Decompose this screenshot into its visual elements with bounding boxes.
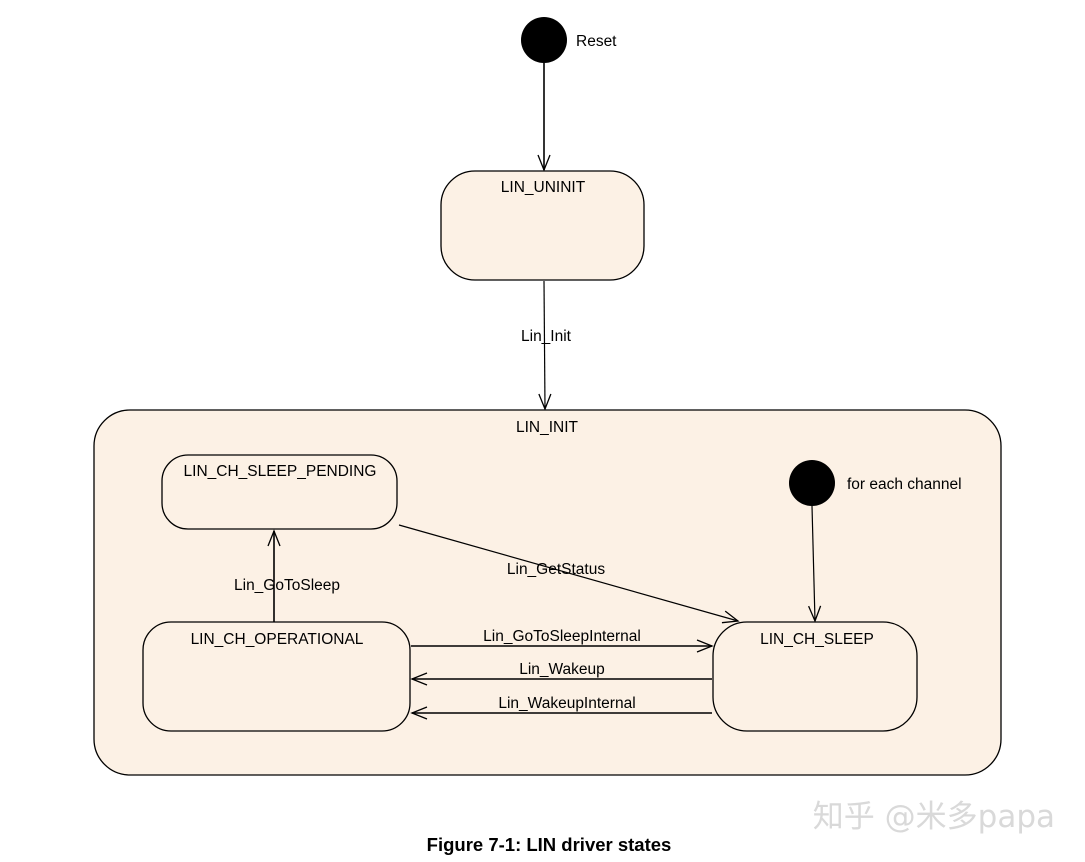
go-to-sleep-internal-transition-label: Lin_GoToSleepInternal [483, 628, 641, 645]
figure-caption: Figure 7-1: LIN driver states [427, 834, 672, 855]
state-lin-uninit-label: LIN_UNINIT [501, 179, 586, 196]
get-status-transition-label: Lin_GetStatus [507, 561, 605, 578]
state-lin-ch-sleep-label: LIN_CH_SLEEP [760, 631, 874, 648]
state-lin-ch-operational [142, 621, 411, 732]
channel-to-sleep-arrow [808, 505, 822, 623]
state-lin-ch-sleep-pending-label: LIN_CH_SLEEP_PENDING [184, 463, 377, 480]
state-lin-init-label: LIN_INIT [516, 419, 579, 436]
wakeup-internal-transition-label: Lin_WakeupInternal [498, 695, 635, 712]
go-to-sleep-transition-label: Lin_GoToSleep [234, 577, 340, 594]
state-lin-uninit [440, 170, 645, 281]
reset-label: Reset [576, 33, 617, 50]
watermark: 知乎 @米多papa [813, 799, 1055, 835]
wakeup-transition-label: Lin_Wakeup [519, 661, 605, 678]
channel-initial-label: for each channel [847, 476, 962, 493]
get-status-arrow [398, 524, 740, 624]
state-lin-ch-operational-label: LIN_CH_OPERATIONAL [191, 631, 364, 648]
state-lin-ch-sleep-pending [161, 454, 398, 530]
reset-initial-node [521, 17, 567, 63]
lin-init-transition-label: Lin_Init [521, 328, 572, 345]
channel-initial-node [789, 460, 835, 506]
lin-init-arrow [538, 280, 552, 411]
